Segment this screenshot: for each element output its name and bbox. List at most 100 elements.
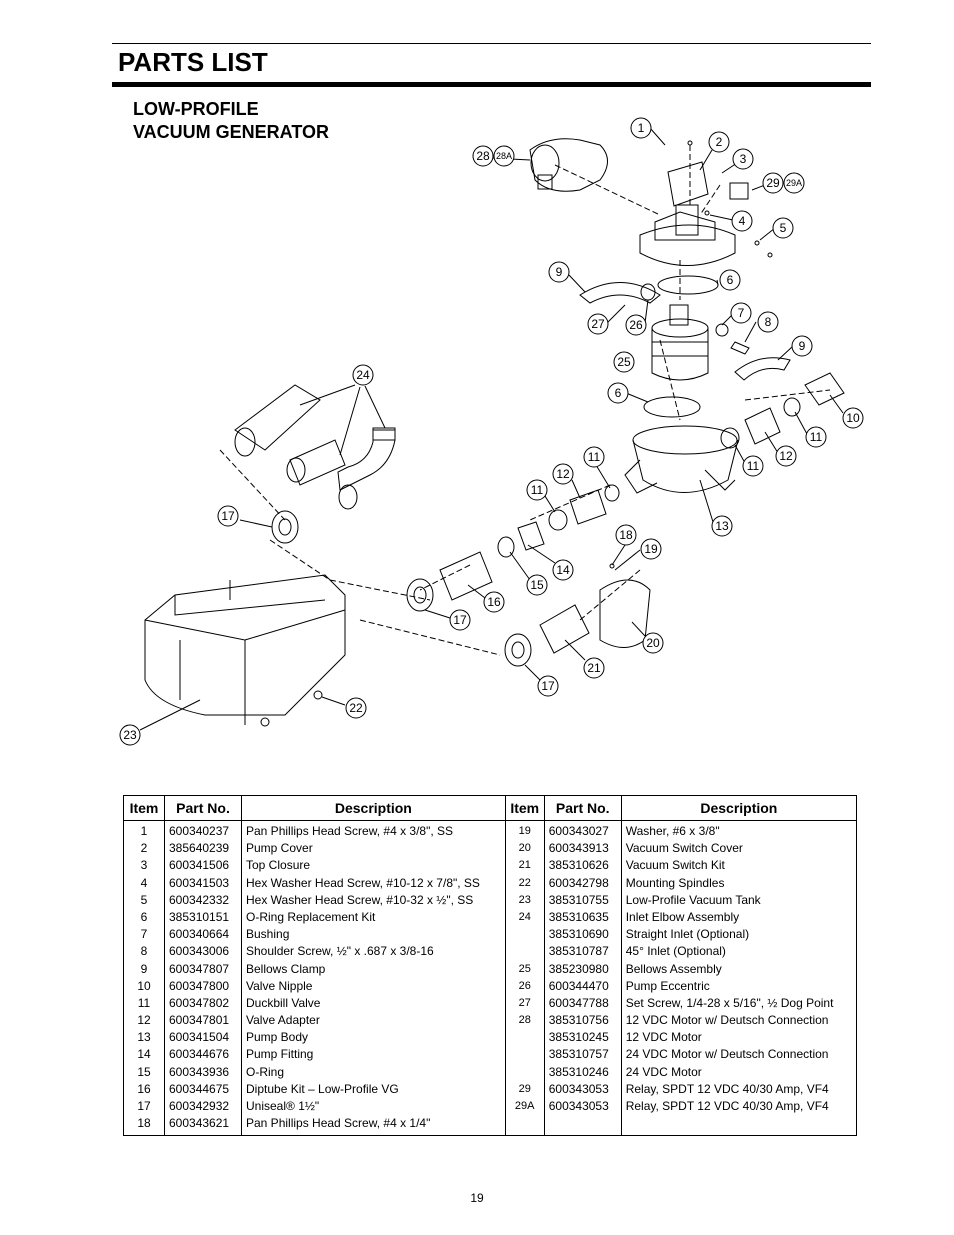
table-cell-right-item: 23 [518, 893, 531, 906]
vacuum-switch-shape [539, 604, 590, 654]
callout-label-25: 25 [617, 355, 631, 369]
table-cell-right-part: 600342798 [548, 875, 609, 890]
callout-label-11d: 11 [531, 483, 544, 497]
table-cell-left-item: 2 [140, 841, 148, 856]
callout-17c [537, 675, 559, 697]
callout-label-2: 2 [716, 135, 723, 149]
callout-9a [548, 261, 570, 283]
callout-5 [772, 217, 794, 239]
callout-label-27: 27 [591, 317, 605, 331]
table-cell-right-part: 600343053 [548, 1099, 609, 1113]
table-cell-right-part: 600343913 [548, 841, 609, 856]
callout-label-1: 1 [638, 121, 645, 135]
bellows-shape [651, 304, 709, 381]
subtitle-line-1: LOW-PROFILE [133, 99, 259, 119]
table-cell-right-desc: Bellows Assembly [625, 961, 722, 976]
table-cell-right-item: 19 [518, 825, 531, 837]
table-cell-left-item: 11 [137, 995, 151, 1010]
callout-label-9b: 9 [799, 339, 806, 353]
callout-23 [119, 724, 141, 746]
table-cell-left-part: 600340664 [169, 927, 230, 942]
callout-12b [552, 463, 574, 485]
table-cell-left-desc: Pan Phillips Head Screw, #4 x 3/8", SS [246, 824, 454, 838]
callout-label-10: 10 [846, 411, 860, 425]
page-number: 19 [470, 1191, 484, 1205]
callout-12a [775, 445, 797, 467]
callout-label-21: 21 [587, 661, 601, 675]
uniseal-3 [504, 633, 532, 667]
table-cell-right-desc: Inlet Elbow Assembly [625, 909, 740, 924]
callout-label-12a: 12 [779, 449, 793, 463]
table-cell-left-desc: Hex Washer Head Screw, #10-12 x 7/8", SS [246, 875, 480, 890]
table-cell-left-part: 600341506 [169, 858, 230, 873]
callout-28 [472, 145, 494, 167]
callout-11c [583, 446, 605, 468]
table-cell-left-item: 8 [140, 944, 148, 959]
vacuum-tank-shape [144, 574, 346, 725]
table-cell-left-part: 600342932 [169, 1099, 230, 1113]
callout-6b [607, 382, 629, 404]
callout-25 [613, 351, 635, 373]
table-cell-left-desc: Shoulder Screw, ½" x .687 x 3/8-16 [246, 944, 434, 959]
callout-label-28a: 28A [496, 151, 512, 161]
bellows-clamp-left [579, 282, 661, 304]
table-cell-right-part: 385310690 [548, 927, 609, 942]
callout-6a [719, 269, 741, 291]
table-cell-right-desc: Low-Profile Vacuum Tank [625, 892, 761, 907]
callout-4 [731, 210, 753, 232]
table-cell-left-item: 12 [137, 1013, 151, 1028]
callout-3 [732, 148, 754, 170]
table-cell-right-part: 385230980 [548, 961, 609, 976]
table-cell-left-item: 18 [137, 1116, 151, 1131]
table-cell-left-desc: O-Ring [246, 1064, 285, 1079]
callout-22 [345, 697, 367, 719]
callout-11d [526, 479, 548, 501]
callout-15 [526, 574, 548, 596]
table-cell-left-desc: Bushing [246, 927, 290, 942]
callout-28a [493, 145, 515, 167]
callout-17a [217, 505, 239, 527]
table-cell-right-item [510, 1046, 540, 1063]
table-cell-right-item [510, 943, 540, 960]
table-cell-right-part: 600344470 [548, 978, 609, 993]
o-ring-top [657, 275, 719, 295]
table-cell-right-item: 20 [518, 842, 531, 855]
table-cell-right-item: 21 [518, 859, 531, 872]
table-cell-left-item: 9 [140, 961, 148, 976]
valve-nipple-right [804, 372, 845, 406]
relay-shape [729, 182, 749, 200]
table-cell-left-part: 600347802 [169, 995, 230, 1010]
table-cell-right-part: 600347788 [548, 995, 609, 1010]
table-header-row: Item Part No. Description Item Part No. … [123, 795, 858, 821]
table-cell-right-item [510, 1029, 540, 1046]
table-cell-left-part: 600343006 [169, 944, 230, 959]
callout-label-3: 3 [740, 152, 747, 166]
callout-label-20: 20 [646, 636, 660, 650]
table-cell-left-desc: Pump Body [246, 1030, 309, 1045]
header-part-right: Part No. [543, 795, 622, 821]
callout-9b [791, 335, 813, 357]
table-cell-left-desc: Bellows Clamp [246, 961, 326, 976]
o-ring-middle [643, 396, 701, 418]
table-cell-left-item: 6 [140, 909, 148, 924]
table-cell-right-part: 385310246 [548, 1064, 609, 1079]
callout-8 [757, 311, 779, 333]
callout-label-17b: 17 [453, 613, 467, 627]
table-cell-right-desc: 24 VDC Motor [625, 1064, 702, 1079]
table-cell-left-part: 600342332 [169, 892, 230, 907]
vacuum-switch-cover-shape [599, 579, 651, 648]
table-cell-right-desc: Washer, #6 x 3/8" [625, 824, 720, 838]
callout-label-6b: 6 [615, 386, 622, 400]
pump-cover-shape [667, 161, 709, 207]
table-cell-left-part: 600347801 [169, 1013, 230, 1028]
table-cell-right-desc: Mounting Spindles [625, 875, 725, 890]
table-cell-left-part: 600344676 [169, 1047, 230, 1062]
subtitle-line-2: VACUUM GENERATOR [133, 122, 330, 142]
table-cell-right-item: 22 [518, 876, 531, 889]
pump-fitting-shape [517, 521, 545, 551]
table-cell-right-desc: 12 VDC Motor w/ Deutsch Connection [625, 1013, 829, 1028]
callout-label-18: 18 [619, 528, 633, 542]
